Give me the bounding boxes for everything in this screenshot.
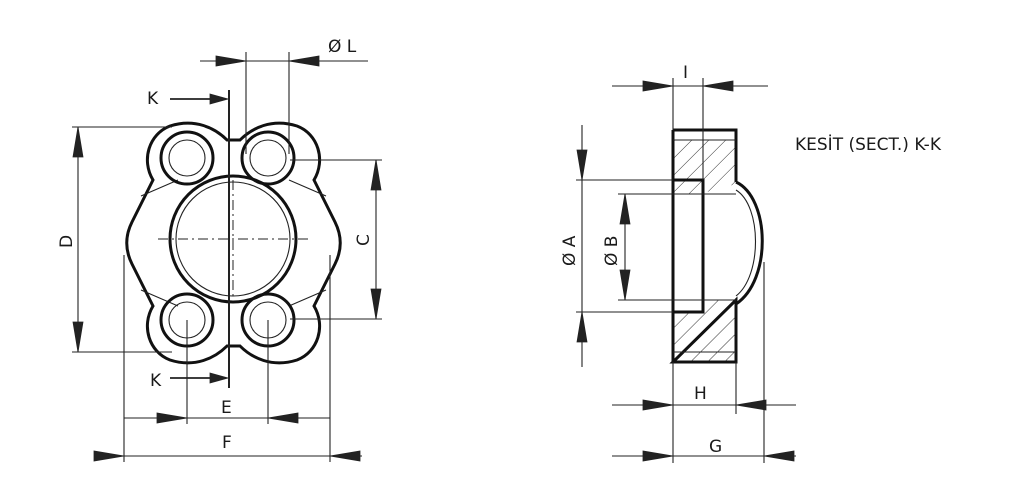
dim-g-arrow-right bbox=[763, 450, 795, 462]
bolt-hole-top-left-outer bbox=[159, 130, 215, 186]
label-d: D bbox=[57, 235, 77, 248]
bolt-hole-top-left-inner bbox=[168, 139, 206, 177]
section-boss bbox=[735, 180, 764, 306]
label-e: E bbox=[221, 398, 232, 418]
section-arrow-bottom-head bbox=[209, 372, 230, 384]
dim-f-arrow-left bbox=[93, 450, 125, 462]
section-view: I Ø A Ø B H G KESİT (SECT.) K-K bbox=[560, 63, 942, 463]
dim-d-arrow-top bbox=[72, 126, 84, 158]
central-bore-outer bbox=[168, 174, 298, 304]
dim-d-arrow-bottom bbox=[72, 321, 84, 353]
dim-e-arrow-left bbox=[156, 412, 188, 424]
slot-right-lower bbox=[288, 289, 327, 307]
label-g: G bbox=[709, 437, 722, 457]
flange-outline bbox=[125, 121, 342, 365]
slot-left-upper bbox=[140, 179, 179, 197]
slot-right-upper bbox=[288, 179, 327, 197]
label-phi-a: Ø A bbox=[560, 235, 580, 266]
dim-g-arrow-left bbox=[642, 450, 674, 462]
label-i: I bbox=[683, 63, 688, 83]
bolt-hole-top-right-inner bbox=[249, 139, 287, 177]
dim-l-arrow-right bbox=[288, 55, 320, 67]
dim-f-arrow-right bbox=[329, 450, 361, 462]
front-view: K K Ø L D C E F bbox=[57, 37, 382, 462]
label-h: H bbox=[694, 384, 707, 404]
label-k-top: K bbox=[147, 89, 159, 109]
dim-a-arrow-top bbox=[576, 149, 588, 181]
bolt-hole-top-right-outer bbox=[240, 130, 296, 186]
section-bore-step bbox=[673, 178, 705, 314]
slot-left-lower bbox=[140, 289, 179, 307]
dim-h-arrow-right bbox=[735, 399, 767, 411]
label-phi-l: Ø L bbox=[328, 37, 357, 57]
label-k-bottom: K bbox=[150, 371, 162, 391]
dim-c-arrow-bottom bbox=[370, 288, 382, 320]
section-outline bbox=[669, 128, 738, 364]
section-arrow-top-head bbox=[209, 93, 230, 105]
label-phi-b: Ø B bbox=[602, 236, 622, 266]
dim-l-arrow-left bbox=[215, 55, 247, 67]
dim-b-arrow-top bbox=[619, 193, 631, 225]
dim-e-arrow-right bbox=[267, 412, 299, 424]
dim-h-arrow-left bbox=[642, 399, 674, 411]
dim-c-arrow-top bbox=[370, 159, 382, 191]
dim-a-arrow-bottom bbox=[576, 311, 588, 343]
section-title: KESİT (SECT.) K-K bbox=[795, 134, 942, 155]
dim-i-arrow-left bbox=[642, 80, 674, 92]
label-c: C bbox=[354, 234, 374, 246]
section-boss-inner bbox=[735, 189, 757, 297]
dim-i-arrow-right bbox=[702, 80, 734, 92]
label-f: F bbox=[222, 433, 232, 453]
dim-b-arrow-bottom bbox=[619, 269, 631, 301]
